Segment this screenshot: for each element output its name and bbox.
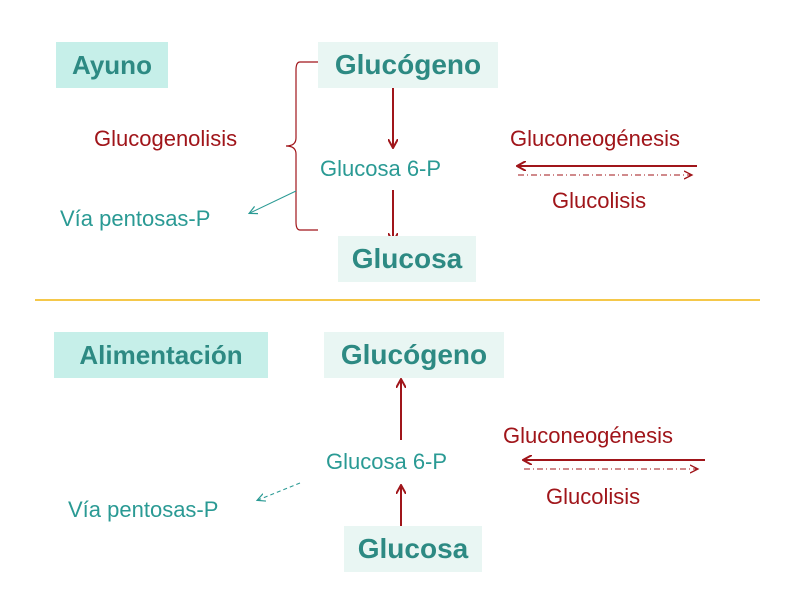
fasting-glucose-node: Glucosa [338, 236, 476, 282]
fed-gluconeogenesis-label: Gluconeogénesis [503, 423, 674, 448]
fasting-pentose-label: Vía pentosas-P [60, 206, 211, 231]
fed-glycogen-node: Glucógeno [324, 332, 504, 378]
fasting-section-label: Ayuno [56, 42, 168, 88]
pentose-branch-arrow-fed [258, 482, 301, 500]
fasting-glycogen-node: Glucógeno [318, 42, 498, 88]
fasting-gluconeogenesis-label: Gluconeogénesis [510, 126, 681, 151]
fasting-g6p-label: Glucosa 6-P [320, 156, 442, 181]
fed-g6p-label: Glucosa 6-P [326, 449, 448, 474]
pentose-branch-arrow [250, 190, 297, 213]
glycogenolysis-bracket [285, 61, 318, 231]
fed-glycolysis-label: Glucolisis [546, 484, 641, 509]
fasting-glycolysis-label: Glucolisis [552, 188, 647, 213]
glycogenolysis-label: Glucogenolisis [94, 126, 238, 151]
fed-pentose-label: Vía pentosas-P [68, 497, 219, 522]
fed-glucose-node: Glucosa [344, 526, 482, 572]
fed-section-label: Alimentación [54, 332, 268, 378]
